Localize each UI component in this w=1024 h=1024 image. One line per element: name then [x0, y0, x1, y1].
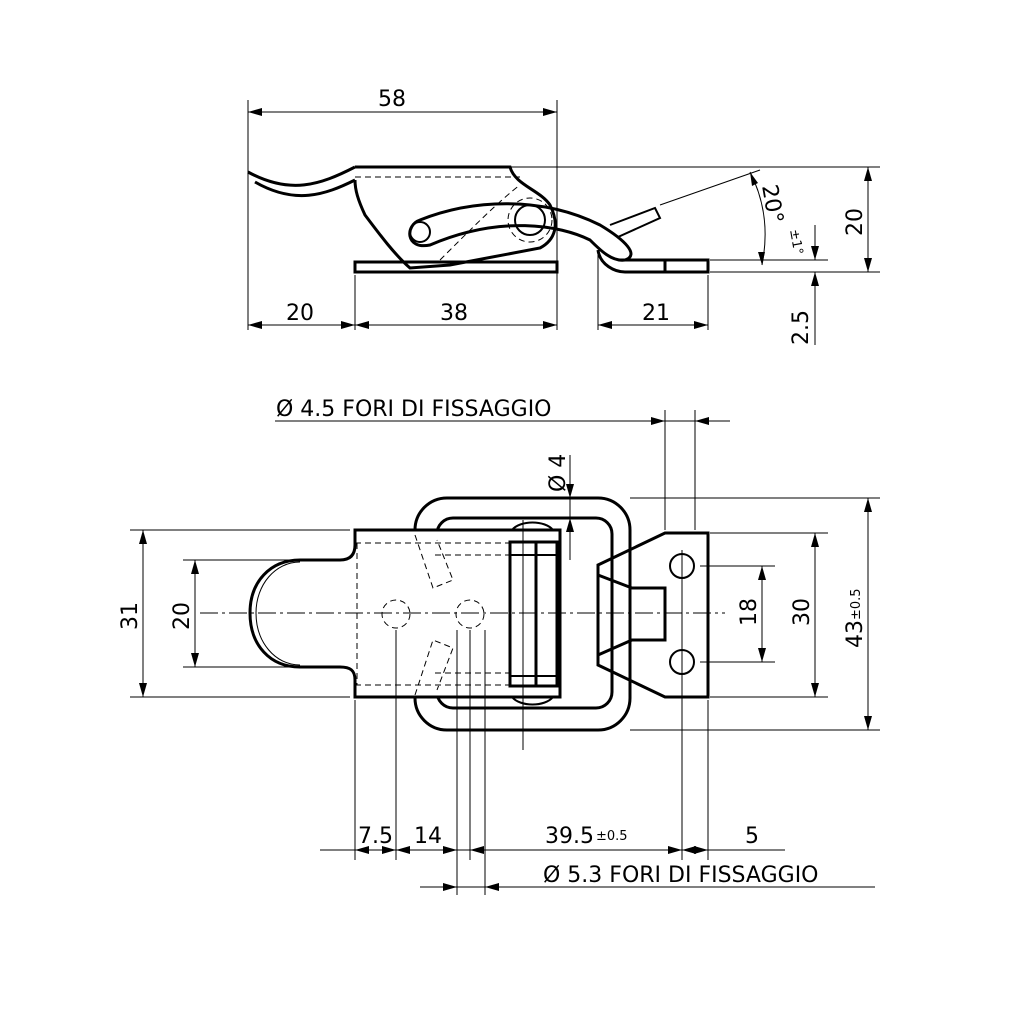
- dim-c: 39.5: [545, 824, 594, 849]
- dim-hook-length: 21: [642, 301, 670, 326]
- hook-plate: [596, 531, 710, 699]
- roller-pin: [514, 204, 546, 236]
- dim-pin-diameter: Ø 4: [546, 454, 571, 492]
- dim-d: 5: [745, 824, 759, 849]
- dim-height: 20: [843, 208, 868, 236]
- dim-frame-width: 43: [843, 620, 868, 648]
- dim-body-width: 31: [118, 602, 143, 630]
- roller: [508, 540, 559, 688]
- hook-tab: [597, 573, 667, 657]
- latch-body-outline: [353, 165, 557, 270]
- hole-note-bottom: Ø 5.3 FORI DI FISSAGGIO: [543, 863, 819, 888]
- base-plate: [353, 260, 559, 274]
- dim-frame-width-tolerance: ±0.5: [849, 588, 864, 620]
- dim-handle-offset: 20: [286, 301, 314, 326]
- dim-angle: 20°: [756, 183, 787, 226]
- pivot-pin: [409, 221, 431, 243]
- hook-arm: [408, 202, 633, 262]
- dim-angle-tolerance: ±1°: [786, 228, 805, 256]
- hole-note-top: Ø 4.5 FORI DI FISSAGGIO: [276, 397, 552, 422]
- dim-overall-length: 58: [378, 87, 406, 112]
- dim-base-length: 38: [440, 301, 468, 326]
- dim-hook-width: 30: [790, 598, 815, 626]
- dim-c-tolerance: ±0.5: [596, 829, 628, 844]
- dim-hump-width: 20: [170, 602, 195, 630]
- side-view: 58 20 38 21 20 2.5 20° ±1°: [247, 87, 880, 345]
- dim-a: 7.5: [358, 824, 393, 849]
- dim-hole-spacing: 18: [737, 598, 762, 626]
- dim-plate-thickness: 2.5: [789, 310, 814, 345]
- dim-b: 14: [414, 824, 442, 849]
- lever-handle: [247, 165, 356, 198]
- hook-plate: [596, 249, 710, 274]
- top-view: Ø 4.5 FORI DI FISSAGGIO Ø 4 31 20 18 30 …: [118, 397, 880, 895]
